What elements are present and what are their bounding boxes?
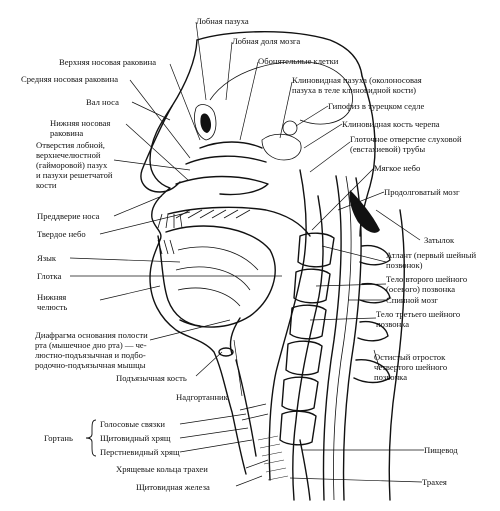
cerebellum-dark [349, 190, 380, 233]
label-olfactory-cells: Обонятельные клетки [258, 56, 339, 66]
label-trachea: Трахея [422, 477, 447, 487]
lower-teeth [157, 239, 175, 255]
face-profile-outline [149, 39, 247, 475]
larynx-brace [85, 419, 97, 457]
label-hard-palate: Твердое небо [37, 229, 86, 239]
label-esophagus: Пищевод [424, 445, 458, 455]
sphenoid-sinus-shape [261, 133, 302, 161]
label-occiput: Затылок [424, 235, 455, 245]
label-mandible: Нижняя челюсть [37, 292, 68, 312]
skull-outline [196, 31, 363, 77]
label-larynx: Гортань [44, 433, 73, 443]
label-c4-spinous: Остистый отросток четвертого шейного поз… [374, 352, 448, 382]
vocal-cord-lines [239, 403, 269, 421]
spinal-canal-front [322, 175, 342, 501]
tongue-muscle-lines [175, 246, 259, 307]
tracheal-ring-marks [257, 435, 289, 481]
label-frontal-sinus: Лобная пазуха [196, 16, 249, 26]
pituitary-shape [282, 120, 298, 136]
label-tongue: Язык [37, 253, 57, 263]
label-sinus-openings: Отверстия лобной, верхнечелюстной (гаймо… [36, 140, 113, 190]
upper-teeth [157, 213, 183, 229]
epiglottis-shape [229, 317, 241, 355]
vertebral-bodies [279, 232, 335, 446]
frontal-sinus-cavity [200, 113, 212, 133]
spinal-canal-back [342, 177, 362, 501]
posterior-neck-outline [388, 209, 406, 501]
label-nasal-vestibule: Преддверие носа [37, 211, 100, 221]
label-pituitary: Гипофиз в турецком седле [328, 101, 425, 111]
label-thyroid-cartilage: Щитовидный хрящ [100, 433, 171, 443]
label-nasal-ridge: Вал носа [86, 97, 119, 107]
label-medulla: Продолговатый мозг [384, 187, 460, 197]
label-atlas: Атлант (первый шейный позвонок) [386, 250, 477, 270]
label-c3-body: Тело третьего шейного позвонка [376, 309, 461, 329]
label-epiglottis: Надгортанник [176, 392, 228, 402]
label-soft-palate: Мягкое небо [374, 163, 421, 173]
label-tracheal-rings: Хрящевые кольца трахеи [116, 464, 208, 474]
label-vocal-cords: Голосовые связки [100, 419, 165, 429]
label-superior-concha: Верхняя носовая раковина [59, 57, 157, 67]
superior-concha-shape [199, 141, 263, 149]
leader-lines [69, 21, 424, 487]
label-hyoid: Подъязычная кость [116, 373, 187, 383]
label-frontal-lobe: Лобная доля мозга [232, 36, 301, 46]
middle-concha-shape [185, 155, 267, 165]
mandible-shape [157, 235, 201, 327]
brain-outline [209, 61, 353, 125]
label-spinal-cord: Спинной мозг [386, 295, 438, 305]
label-pharynx: Глотка [37, 271, 62, 281]
label-mouth-diaphragm: Диафрагма основания полости рта (мышечно… [35, 330, 148, 370]
nose-outline [140, 105, 181, 193]
tongue-shape [165, 225, 276, 328]
posterior-pharynx-wall [291, 195, 324, 501]
esophagus-shape [299, 439, 311, 501]
label-middle-concha: Средняя носовая раковина [21, 74, 119, 84]
label-auditory-tube-opening: Глоточное отверстие слуховой (евстахиево… [350, 134, 462, 154]
label-axis-body: Тело второго шейного (осевого) позвонка [386, 274, 468, 294]
frontal-sinus-shape [194, 104, 217, 141]
inferior-concha-shape [175, 175, 269, 196]
palate-shape [167, 206, 311, 237]
label-cricoid-cartilage: Перстневидный хрящ [100, 447, 180, 457]
label-inferior-concha: Нижняя носовая раковина [50, 118, 111, 138]
label-sphenoid-sinus: Клиновидная пазуха (околоносовая пазуха … [292, 75, 422, 95]
label-sphenoid-bone: Клиновидная кость черепа [342, 119, 440, 129]
pharynx-wall [268, 169, 307, 481]
palate-hatching [175, 209, 251, 219]
hyoid-shape [218, 347, 234, 357]
label-thyroid-gland: Щитовидная железа [136, 482, 210, 492]
spinal-cord-line [333, 175, 352, 501]
